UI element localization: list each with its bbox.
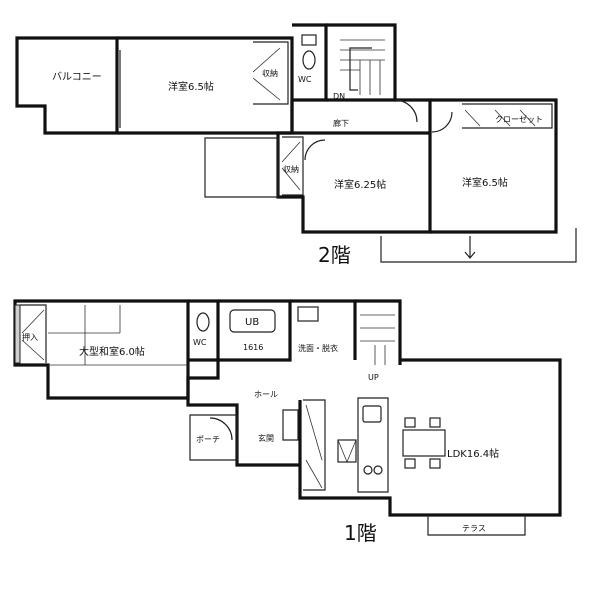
western-a-label: 洋室6.5帖: [168, 80, 214, 93]
fridge-mark: [337, 439, 357, 464]
floor-1-plan: [13, 299, 562, 536]
chair-2: [429, 417, 441, 428]
bathtub: [229, 309, 276, 333]
stairs-1f-treads: [360, 314, 395, 365]
entrance-door-arc: [209, 417, 233, 441]
balcony-label: バルコニー: [52, 71, 102, 83]
stove-1: [363, 465, 373, 475]
wc-toilet: [302, 50, 316, 70]
bath-size-label: 1616: [243, 343, 263, 352]
entry-arrow: [464, 236, 476, 259]
oshiire-box: [20, 304, 47, 363]
storage-a-box: [253, 41, 289, 105]
floor-2-title: 2階: [318, 243, 351, 267]
corridor-label: 廊下: [333, 118, 349, 128]
western-room-c-walls: [430, 98, 558, 234]
wc-1f-label: WC: [193, 338, 207, 347]
corridor-door-arc: [394, 99, 418, 123]
storage-b-box: [282, 136, 304, 196]
up-label: UP: [368, 373, 379, 382]
stairs-1f-walls: [355, 299, 402, 365]
wall-hatch-left: [14, 304, 21, 364]
storage-a-door: [252, 47, 281, 101]
kitchen-counter: [357, 397, 389, 493]
down-label: DN: [333, 92, 345, 101]
door-c-arc: [431, 111, 453, 133]
pantry-lines: [305, 404, 323, 489]
closet-label: クローゼット: [495, 114, 543, 124]
floor-2-plan: [15, 23, 577, 263]
western-room-a-walls: [117, 36, 294, 135]
stairs-walls: [326, 23, 397, 102]
hall-label: ホール: [254, 390, 278, 399]
washroom-label: 洗面・脱衣: [298, 343, 338, 353]
wc-1f-walls: [188, 299, 220, 362]
oshiire-doors: [21, 309, 45, 361]
dining-table: [402, 429, 446, 457]
chair-4: [429, 458, 441, 469]
ldk-walls: [298, 358, 562, 517]
porch-label: ポーチ: [196, 435, 220, 444]
storage-a-label: 収納: [262, 68, 278, 78]
chair-3: [404, 458, 416, 469]
balcony-walls: [15, 36, 119, 135]
wc-1f-toilet: [196, 312, 210, 332]
hall-walls: [186, 360, 300, 467]
terrace-label: テラス: [462, 524, 486, 533]
western-c-label: 洋室6.5帖: [462, 176, 508, 189]
oshiire-label: 押入: [22, 332, 38, 342]
closet-box: [462, 103, 553, 129]
entrance-step: [282, 409, 299, 441]
wc-walls: [292, 23, 328, 102]
eave-line: [380, 228, 577, 263]
entrance-label: 玄関: [258, 433, 274, 443]
closet-doors: [464, 109, 536, 127]
storage-b-label: 収納: [283, 164, 299, 174]
western-b-label: 洋室6.25帖: [334, 178, 386, 191]
stove-2: [373, 465, 383, 475]
fridge: [337, 439, 357, 463]
ldk-label: LDK16.4帖: [447, 447, 499, 460]
japanese-room-label: 大型和室6.0帖: [79, 345, 145, 358]
washbasin: [297, 306, 319, 322]
wc-2f-label: WC: [298, 75, 312, 84]
terrace-outline: [427, 515, 526, 536]
pantry: [303, 399, 326, 491]
void-outline: [204, 137, 279, 198]
porch-outline: [189, 414, 238, 461]
kitchen-sink: [362, 405, 382, 423]
stairs-arrow: [349, 47, 372, 91]
tatami-lines: [48, 305, 188, 366]
floor-1-title: 1階: [344, 521, 377, 545]
bath-label: UB: [245, 317, 259, 328]
wc-tank: [301, 34, 317, 46]
door-b-arc: [304, 139, 326, 161]
chair-1: [404, 417, 416, 428]
storage-b-door: [281, 141, 301, 191]
bath-walls: [218, 299, 292, 362]
